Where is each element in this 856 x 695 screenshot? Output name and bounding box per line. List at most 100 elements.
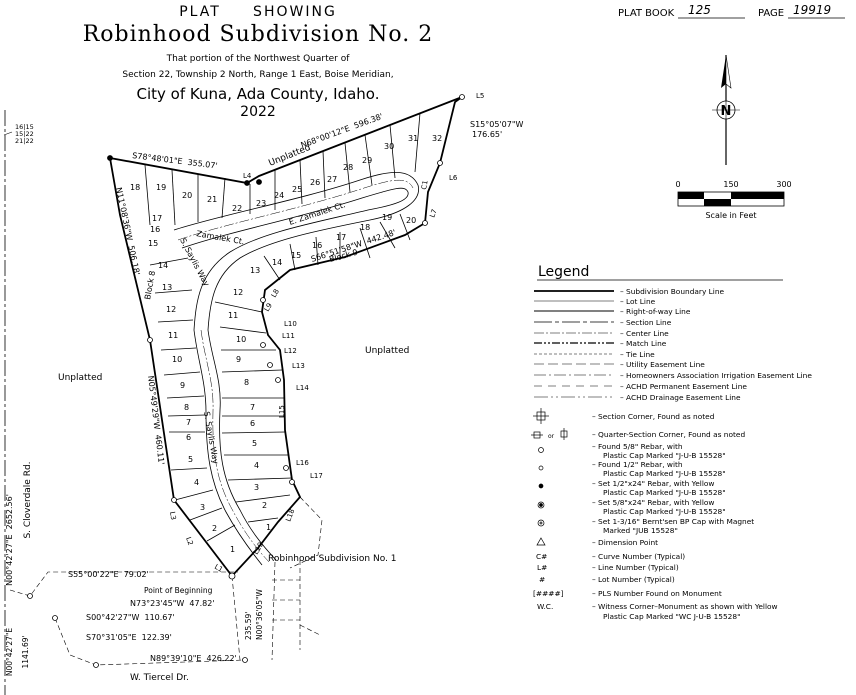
- tie-bearing: N00°42'27"E: [5, 628, 14, 677]
- scale-tick-300: 300: [776, 180, 791, 189]
- lot-b9-15: 15: [291, 251, 301, 260]
- lot-27: 27: [327, 175, 337, 184]
- line-L4: L4: [243, 172, 252, 180]
- point-of-beginning-label: Point of Beginning: [144, 586, 213, 595]
- subdivision-title: Robinhood Subdivision No. 2: [83, 22, 434, 47]
- scale-caption: Scale in Feet: [705, 211, 756, 220]
- bearing-tie-1: S55°00'22"E 79.02': [68, 570, 149, 579]
- legend-line-8: – Utility Easement Line: [620, 360, 705, 369]
- legend-line-5: – Center Line: [620, 329, 669, 338]
- corner-label-a: 16|15: [15, 123, 34, 131]
- line-L16: L16: [296, 459, 309, 467]
- lot-30: 30: [384, 142, 394, 151]
- line-L3: L3: [168, 511, 177, 521]
- line-L9: L9: [263, 302, 274, 313]
- lot-i5: 5: [252, 439, 257, 448]
- legend-line-6: – Match Line: [620, 339, 667, 348]
- set-rebar-58-icon: [537, 501, 545, 509]
- plat-book-label: PLAT BOOK: [618, 8, 675, 19]
- legend-bpa: – Set 1-3/16" Bernt'sen BP Cap with Magn…: [592, 517, 754, 526]
- line-L1: L1: [213, 563, 224, 574]
- tie-distance: 1141.69': [21, 635, 30, 668]
- lot-w3: 3: [200, 503, 205, 512]
- bearing-tie-2: S00°42'27"W 110.67': [86, 613, 175, 622]
- line-L11: L11: [282, 332, 295, 340]
- bearing-robinhood-dist: 235.59': [244, 612, 253, 640]
- lot-w2: 2: [212, 524, 217, 533]
- legend-line-text: – Subdivision Boundary Line – Lot Line –…: [620, 287, 812, 402]
- plat-book-value: 125: [688, 3, 711, 17]
- legend-line-key: L#: [537, 563, 547, 572]
- legend-set58b: Plastic Cap Marked "J-U-B 15528": [603, 507, 726, 516]
- lot-w12: 12: [166, 305, 176, 314]
- line-L12: L12: [284, 347, 297, 355]
- legend-pls-key: [####]: [533, 589, 564, 598]
- lot-23: 23: [256, 199, 266, 208]
- line-L8: L8: [270, 288, 281, 299]
- description-line-2: Section 22, Township 2 North, Range 1 Ea…: [122, 70, 393, 80]
- scale-tick-150: 150: [723, 180, 738, 189]
- bearing-west-north: N11°08'36"W 506.18': [114, 187, 141, 277]
- lot-i12: 12: [233, 288, 243, 297]
- lot-18: 18: [130, 183, 140, 192]
- legend-lot-key: #: [539, 575, 545, 584]
- legend-line-3: – Right-of-way Line: [620, 307, 691, 316]
- lot-b9-17: 17: [336, 233, 346, 242]
- legend-wc-b: Plastic Cap Marked "WC J-U-B 15528": [603, 612, 740, 621]
- lot-lines: [144, 112, 421, 542]
- scale-bar: 0 150 300 Scale in Feet: [675, 180, 791, 220]
- line-L19: L19: [252, 541, 265, 556]
- corner-label: 16|15 15|22 21|22: [3, 123, 34, 145]
- rebar-12-icon: [538, 465, 544, 471]
- monuments: [27, 94, 465, 668]
- legend-12b: Plastic Cap Marked "J-U-B 15528": [603, 469, 726, 478]
- legend-line-9: – Homeowners Association Irrigation Ease…: [620, 371, 812, 380]
- lot-b9-13: 13: [250, 266, 260, 275]
- lot-w1: 1: [230, 545, 235, 554]
- north-arrow: N: [712, 54, 740, 165]
- lot-26: 26: [310, 178, 320, 187]
- section-line-bearing: N00°42'27"E 2652.56': [5, 494, 14, 586]
- lot-28: 28: [343, 163, 353, 172]
- rebar-58-icon: [538, 447, 544, 453]
- plat-year: 2022: [240, 104, 276, 120]
- lot-i7: 7: [250, 403, 255, 412]
- lot-w15: 15: [148, 239, 158, 248]
- north-letter: N: [721, 104, 732, 119]
- legend-12a: – Found 1/2" Rebar, with: [592, 460, 683, 469]
- lot-19: 19: [156, 183, 166, 192]
- legend-curve-key: C#: [536, 552, 547, 561]
- legend-58b: Plastic Cap Marked "J-U-B 15528": [603, 451, 726, 460]
- lot-i1: 1: [266, 523, 271, 532]
- lot-i8: 8: [244, 378, 249, 387]
- line-L7: L7: [428, 208, 438, 219]
- unplatted-right: Unplatted: [365, 346, 409, 356]
- legend-wc-a: – Witness Corner–Monument as shown with …: [592, 602, 778, 611]
- legend-symbol-text: – Section Corner, Found as noted or – Qu…: [533, 412, 778, 621]
- zamalek-east-label: E. Zamalek Ct.: [288, 200, 347, 227]
- legend-line-7: – Tie Line: [620, 350, 655, 359]
- unplatted-left: Unplatted: [58, 373, 102, 383]
- legend-set12a: – Set 1/2"x24" Rebar, with Yellow: [592, 479, 714, 488]
- legend-line-4: – Section Line: [620, 318, 672, 327]
- legend-bpb: Marked "JUB 15528": [603, 526, 678, 535]
- lot-24: 24: [274, 191, 284, 200]
- line-labels: L1 L2 L3 L4 L5 L6 L7 C1 L8 L9 L10 L11 L1…: [168, 92, 484, 574]
- bearing-tie-3: S70°31'05"E 122.39': [86, 633, 172, 642]
- legend-58a: – Found 5/8" Rebar, with: [592, 442, 683, 451]
- set-rebar-12-icon: [538, 483, 544, 489]
- lot-i10: 10: [236, 335, 246, 344]
- tiercel-dr-label: W. Tiercel Dr.: [130, 673, 189, 683]
- lot-w5: 5: [188, 455, 193, 464]
- legend: Legend – Subdivision Boundary Line – Lot…: [531, 264, 812, 621]
- bp-cap-icon: [537, 519, 545, 527]
- bearing-block9: S66°51'58"W 442.48': [310, 228, 397, 264]
- header: PLAT SHOWING Robinhood Subdivision No. 2…: [83, 3, 845, 120]
- lot-w7: 7: [186, 418, 191, 427]
- subdivision-boundary: [108, 96, 463, 578]
- lot-east-19: 19: [382, 213, 392, 222]
- legend-title: Legend: [538, 264, 589, 280]
- line-L5: L5: [476, 92, 484, 100]
- legend-sec-corner: – Section Corner, Found as noted: [592, 412, 715, 421]
- legend-line-10: – ACHD Permanent Easement Line: [620, 382, 747, 391]
